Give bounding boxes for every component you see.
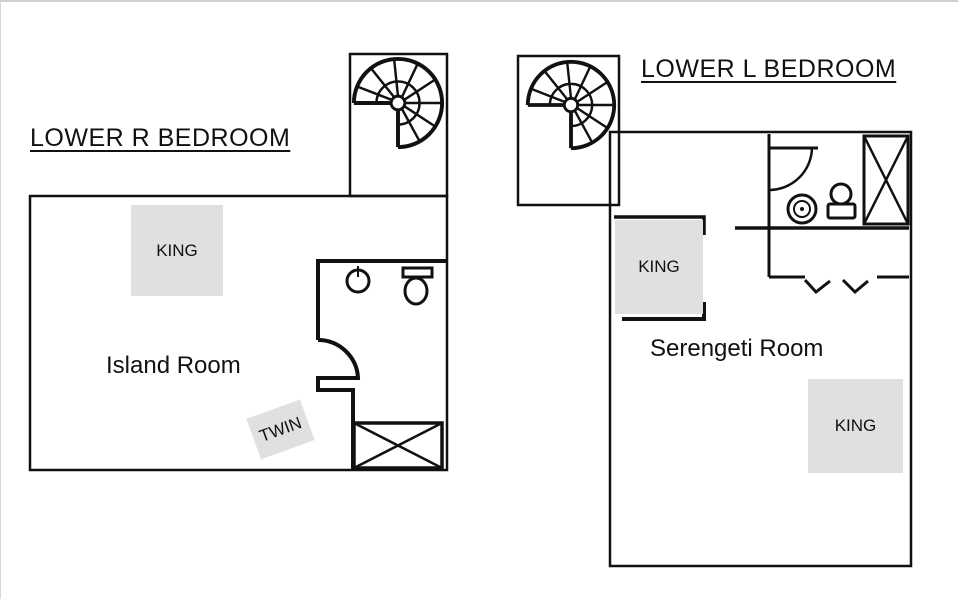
- serengeti-king-bed: KING: [808, 379, 903, 473]
- bed-label: KING: [638, 257, 680, 276]
- serengeti-room-label: Serengeti Room: [650, 335, 824, 362]
- serengeti-room-plan: [516, 54, 913, 568]
- bed-label: KING: [834, 416, 877, 435]
- bed-label: TWIN: [256, 412, 304, 446]
- island-room-label: Island Room: [106, 352, 241, 379]
- island-room-plan: [28, 52, 449, 472]
- island-king-bed: KING: [131, 205, 223, 296]
- lower-r-bedroom-title: LOWER R BEDROOM: [30, 124, 291, 152]
- bed-label: KING: [156, 240, 198, 260]
- lower-l-bedroom-title: LOWER L BEDROOM: [641, 55, 897, 83]
- serengeti-king-bed-alcove: KING: [615, 220, 703, 314]
